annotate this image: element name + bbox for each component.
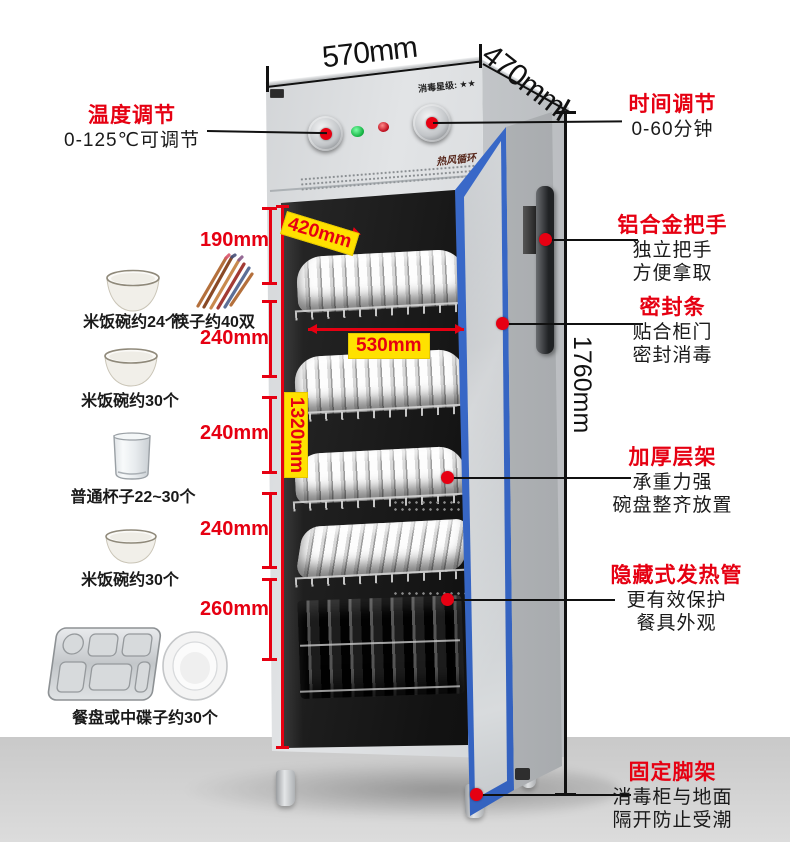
callout-shelf-line1: 承重力强 [632, 472, 713, 493]
door-handle[interactable] [536, 186, 554, 354]
item-label-bowls30a: 米饭碗约30个 [81, 393, 179, 410]
gap3-label: 240mm [200, 422, 269, 444]
gap3-tick-bottom [262, 471, 277, 474]
callout-seal-line2: 密封消毒 [632, 345, 713, 366]
handle-callout-dot [539, 233, 552, 246]
callout-seal: 密封条 贴合柜门 密封消毒 [580, 295, 765, 367]
callout-foot-line1: 消毒柜与地面 [612, 787, 733, 808]
gap1-line [269, 207, 272, 284]
item-label-bowls30b: 米饭碗约30个 [81, 572, 179, 589]
rack-width-arrowhead-right [455, 324, 469, 334]
gap3-line [269, 396, 272, 473]
rice-bowl-icon [103, 528, 159, 571]
green-indicator-light [351, 126, 364, 137]
callout-foot-title: 固定脚架 [628, 761, 717, 784]
cavity-height-tick-bottom [276, 746, 289, 749]
cavity-height-label: 1320mm [284, 392, 308, 479]
callout-heater-line2: 餐具外观 [636, 613, 717, 634]
heater-callout-dot [441, 593, 454, 606]
back-wall-perforation-1 [392, 499, 468, 513]
rack-width-label: 530mm [348, 333, 430, 359]
callout-heater-title: 隐藏式发热管 [610, 564, 743, 587]
callout-heater: 隐藏式发热管 更有效保护 餐具外观 [584, 563, 769, 635]
chopsticks-icon [192, 252, 256, 315]
callout-heater-line1: 更有效保护 [626, 590, 727, 611]
seal-callout-line [503, 323, 643, 325]
gap5-tick-bottom [262, 658, 277, 661]
rack-width-line [308, 328, 464, 331]
callout-timer: 时间调节 0-60分钟 [580, 92, 765, 141]
red-indicator-light [378, 122, 389, 132]
rice-bowl-icon [104, 268, 162, 319]
callout-timer-title: 时间调节 [628, 93, 717, 116]
gap4-tick-bottom [262, 566, 277, 569]
callout-handle-title: 铝合金把手 [617, 214, 728, 237]
callout-foot: 固定脚架 消毒柜与地面 隔开防止受潮 [580, 760, 765, 832]
temperature-knob-callout-dot [319, 127, 332, 140]
callout-handle-line1: 独立把手 [632, 240, 713, 261]
door-handle-bracket [523, 206, 537, 254]
callout-timer-line1: 0-60分钟 [631, 119, 714, 140]
callout-handle-line2: 方便拿取 [632, 263, 713, 284]
door-hinge [515, 768, 530, 780]
callout-handle: 铝合金把手 独立把手 方便拿取 [580, 213, 765, 285]
item-label-trays: 餐盘或中碟子约30个 [72, 710, 218, 727]
shelf-row-trays [297, 595, 465, 699]
gap5-line [269, 578, 272, 660]
callout-shelf-line2: 碗盘整齐放置 [612, 495, 733, 516]
gap2-label: 240mm [200, 327, 269, 349]
callout-temperature-title: 温度调节 [88, 104, 176, 127]
callout-temperature: 温度调节 0-125℃可调节 [52, 103, 212, 152]
gap1-tick-bottom [262, 282, 277, 285]
width-dim-tick-right [479, 44, 482, 68]
callout-shelf: 加厚层架 承重力强 碗盘整齐放置 [580, 445, 765, 517]
rice-bowl-icon [102, 347, 160, 394]
callout-foot-line2: 隔开防止受潮 [612, 810, 733, 831]
gap1-label: 190mm [200, 229, 269, 251]
callout-seal-title: 密封条 [639, 296, 706, 319]
item-label-chopsticks: 筷子约40双 [173, 314, 255, 331]
gap4-label: 240mm [200, 518, 269, 540]
tray-plate-icon [46, 624, 232, 709]
width-dim-tick-left [266, 66, 269, 92]
gap4-line [269, 492, 272, 568]
item-label-cups: 普通杯子22~30个 [70, 489, 196, 506]
seal-callout-dot [496, 317, 509, 330]
gap2-line [269, 300, 272, 377]
item-label-bowls24: 米饭碗约24个 [83, 314, 181, 331]
callout-seal-line1: 贴合柜门 [632, 322, 713, 343]
temperature-knob[interactable] [308, 116, 343, 151]
handle-callout-line [546, 239, 638, 241]
heater-callout-line [448, 599, 615, 601]
gap2-tick-bottom [262, 375, 277, 378]
timer-knob[interactable] [413, 104, 451, 142]
shelf-callout-line [448, 477, 631, 479]
gap5-label: 260mm [200, 598, 269, 620]
foot-callout-line [477, 794, 631, 796]
callout-temperature-sub: 0-125℃可调节 [64, 130, 200, 151]
height-dimension-label: 1760mm [568, 336, 596, 434]
height-dim-line [564, 112, 567, 795]
foot-callout-dot [470, 788, 483, 801]
cup-icon [110, 432, 154, 487]
brand-logo [270, 89, 284, 98]
cavity-height-line [281, 205, 284, 748]
timer-knob-callout-dot [426, 117, 438, 129]
cabinet-foot-left [276, 770, 295, 806]
callout-shelf-title: 加厚层架 [628, 446, 717, 469]
shelf-callout-dot [441, 471, 454, 484]
